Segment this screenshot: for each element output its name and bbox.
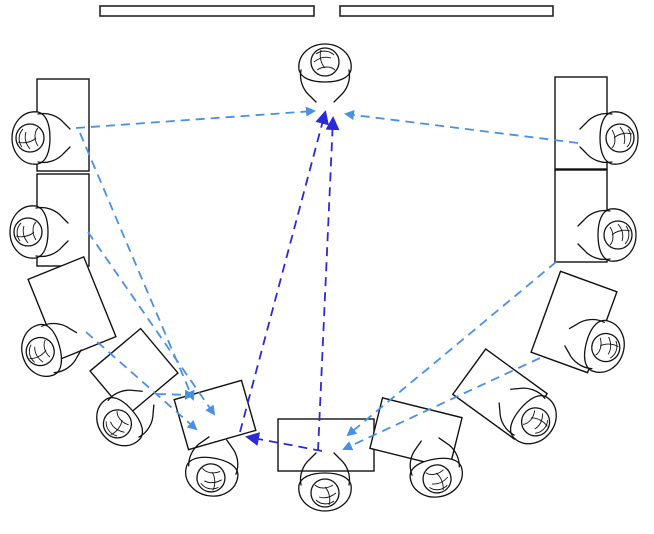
interaction-arrow-8: [156, 389, 195, 400]
interaction-arrow-6: [87, 231, 216, 416]
interaction-arrow-1: [75, 106, 316, 129]
desk-4: [89, 327, 179, 417]
interaction-arrow-3: [317, 116, 340, 452]
interaction-arrow-7: [85, 331, 198, 431]
interaction-arrow-11: [342, 357, 541, 451]
desk-11: [554, 76, 608, 170]
interaction-arrow-5: [79, 132, 195, 401]
desk-7: [369, 397, 463, 469]
person-1-icon: [298, 43, 352, 103]
interaction-arrow-9: [245, 432, 323, 452]
interaction-arrow-10: [346, 261, 557, 437]
whiteboard-right: [339, 5, 554, 17]
whiteboard-left: [99, 5, 315, 17]
desk-5: [173, 379, 257, 451]
interaction-arrow-2: [344, 110, 579, 144]
interaction-arrow-4: [239, 110, 329, 433]
interaction-arrows: [75, 106, 579, 452]
